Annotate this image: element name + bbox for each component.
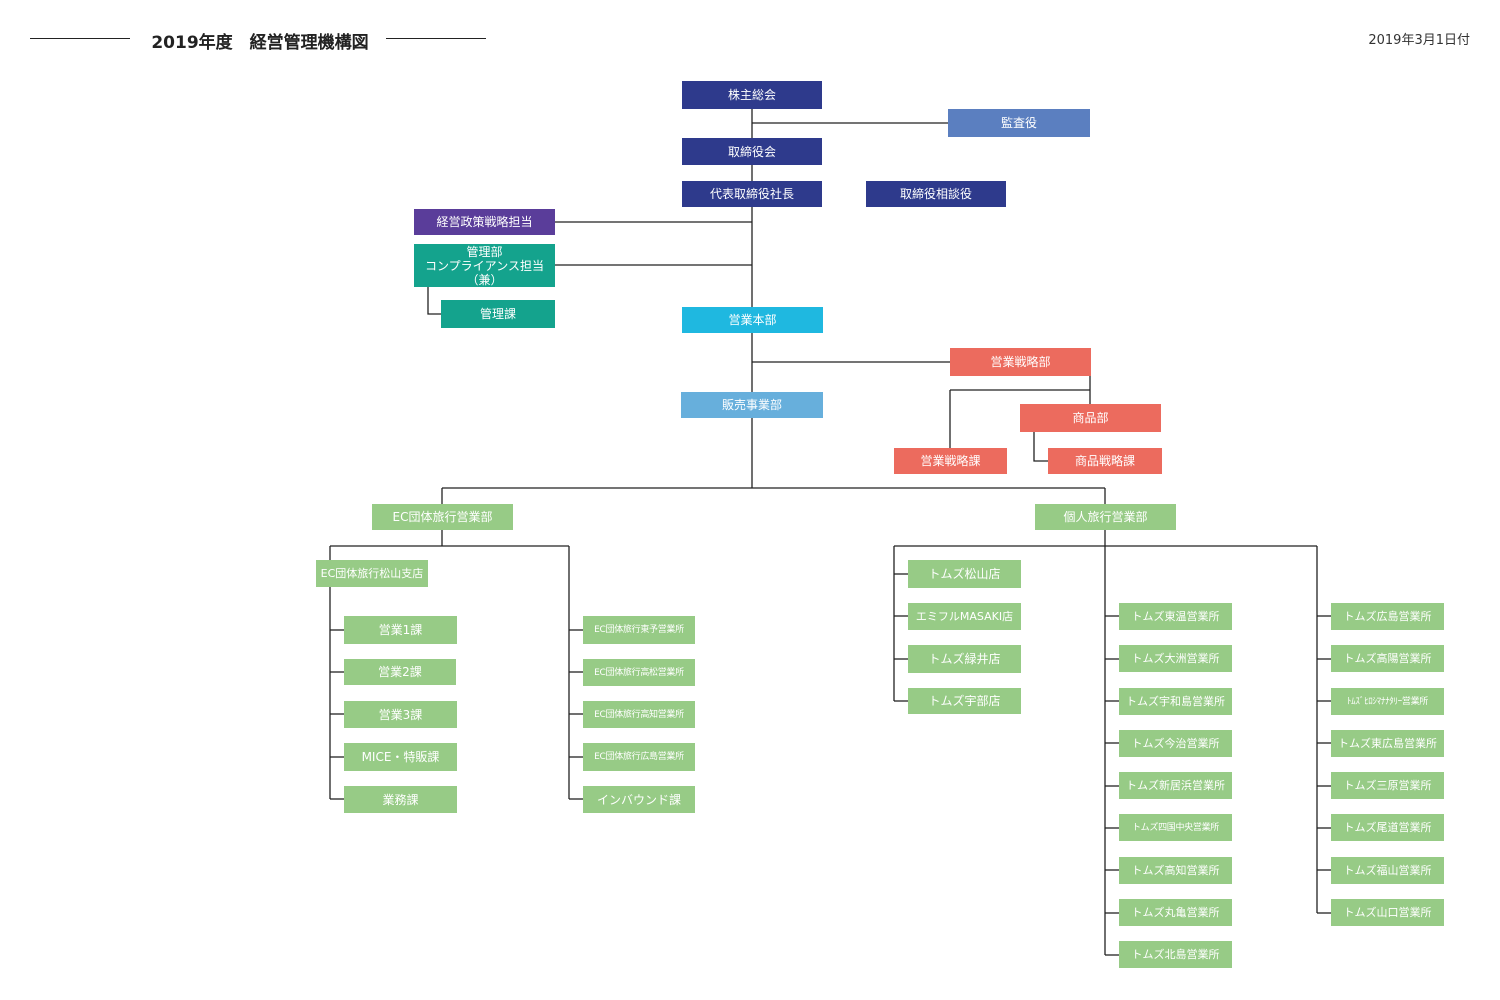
node-mice: MICE・特販課 — [344, 743, 457, 771]
node-ec-toyo: EC団体旅行東予営業所 — [583, 616, 695, 644]
node-t-fukuyama: トムズ福山営業所 — [1331, 857, 1444, 884]
node-t-shikoku-chuo: トムズ四国中央営業所 — [1119, 814, 1232, 841]
effective-date: 2019年3月1日付 — [1368, 33, 1470, 48]
node-t-mihara: トムズ三原営業所 — [1331, 772, 1444, 799]
node-emifull: エミフルMASAKI店 — [908, 603, 1021, 630]
node-policy-strategy: 経営政策戦略担当 — [414, 209, 555, 235]
page-title: 2019年度 経営管理機構図 — [30, 26, 490, 53]
node-t-ozu: トムズ大洲営業所 — [1119, 645, 1232, 672]
node-sales-1: 営業1課 — [344, 616, 457, 644]
node-t-yamaguchi: トムズ山口営業所 — [1331, 899, 1444, 926]
node-t-hiroshima-minato: ﾄﾑｽﾞﾋﾛｼﾏﾅﾅﾀﾘｰ営業所 — [1331, 688, 1444, 715]
node-t-niihama: トムズ新居浜営業所 — [1119, 772, 1232, 799]
node-personal-dept: 個人旅行営業部 — [1035, 504, 1176, 530]
node-t-uwajima: トムズ宇和島営業所 — [1119, 688, 1232, 715]
node-t-matsuyama: トムズ松山店 — [908, 560, 1021, 588]
node-admin-section: 管理課 — [441, 300, 555, 328]
node-t-hiroshima: トムズ広島営業所 — [1331, 603, 1444, 630]
node-t-kochi: トムズ高知営業所 — [1119, 857, 1232, 884]
node-sales-strategy-section: 営業戦略課 — [894, 448, 1007, 474]
node-t-hojo: トムズ北島営業所 — [1119, 941, 1232, 968]
node-ec-kochi: EC団体旅行高知営業所 — [583, 701, 695, 728]
page-title-text: 2019年度 経営管理機構図 — [151, 33, 369, 53]
node-sales-3: 営業3課 — [344, 701, 457, 728]
node-board: 取締役会 — [682, 138, 822, 165]
node-t-midorii: トムズ緑井店 — [908, 645, 1021, 673]
node-product-dept: 商品部 — [1020, 404, 1161, 432]
node-t-imabari: トムズ今治営業所 — [1119, 730, 1232, 757]
title-rule-right — [386, 38, 486, 39]
node-t-koyo: トムズ高陽営業所 — [1331, 645, 1444, 672]
node-inbound: インバウンド課 — [583, 786, 695, 813]
node-t-ube: トムズ宇部店 — [908, 688, 1021, 714]
node-ec-matsuyama-branch: EC団体旅行松山支店 — [316, 560, 428, 587]
node-t-toon: トムズ東温営業所 — [1119, 603, 1232, 630]
node-ec-takamatsu: EC団体旅行高松営業所 — [583, 659, 695, 686]
node-sales-business-dept: 販売事業部 — [681, 392, 823, 418]
node-shareholders: 株主総会 — [682, 81, 822, 109]
node-auditor: 監査役 — [948, 109, 1090, 137]
node-product-strategy-section: 商品戦略課 — [1048, 448, 1162, 474]
node-sales-2: 営業2課 — [344, 659, 456, 685]
node-t-higashihiroshima: トムズ東広島営業所 — [1331, 730, 1444, 757]
node-t-onomichi: トムズ尾道営業所 — [1331, 814, 1444, 841]
node-operations: 業務課 — [344, 786, 457, 813]
node-sales-hq: 営業本部 — [682, 307, 823, 333]
node-ec-hiroshima: EC団体旅行広島営業所 — [583, 743, 695, 771]
node-t-marugame: トムズ丸亀営業所 — [1119, 899, 1232, 926]
node-admin-dept: 管理部 コンプライアンス担当（兼） — [414, 244, 555, 287]
node-president: 代表取締役社長 — [682, 181, 822, 207]
node-sales-strategy-dept: 営業戦略部 — [950, 348, 1091, 376]
title-rule-left — [30, 38, 130, 39]
node-advisor: 取締役相談役 — [866, 181, 1006, 207]
node-ec-group-dept: EC団体旅行営業部 — [372, 504, 513, 530]
